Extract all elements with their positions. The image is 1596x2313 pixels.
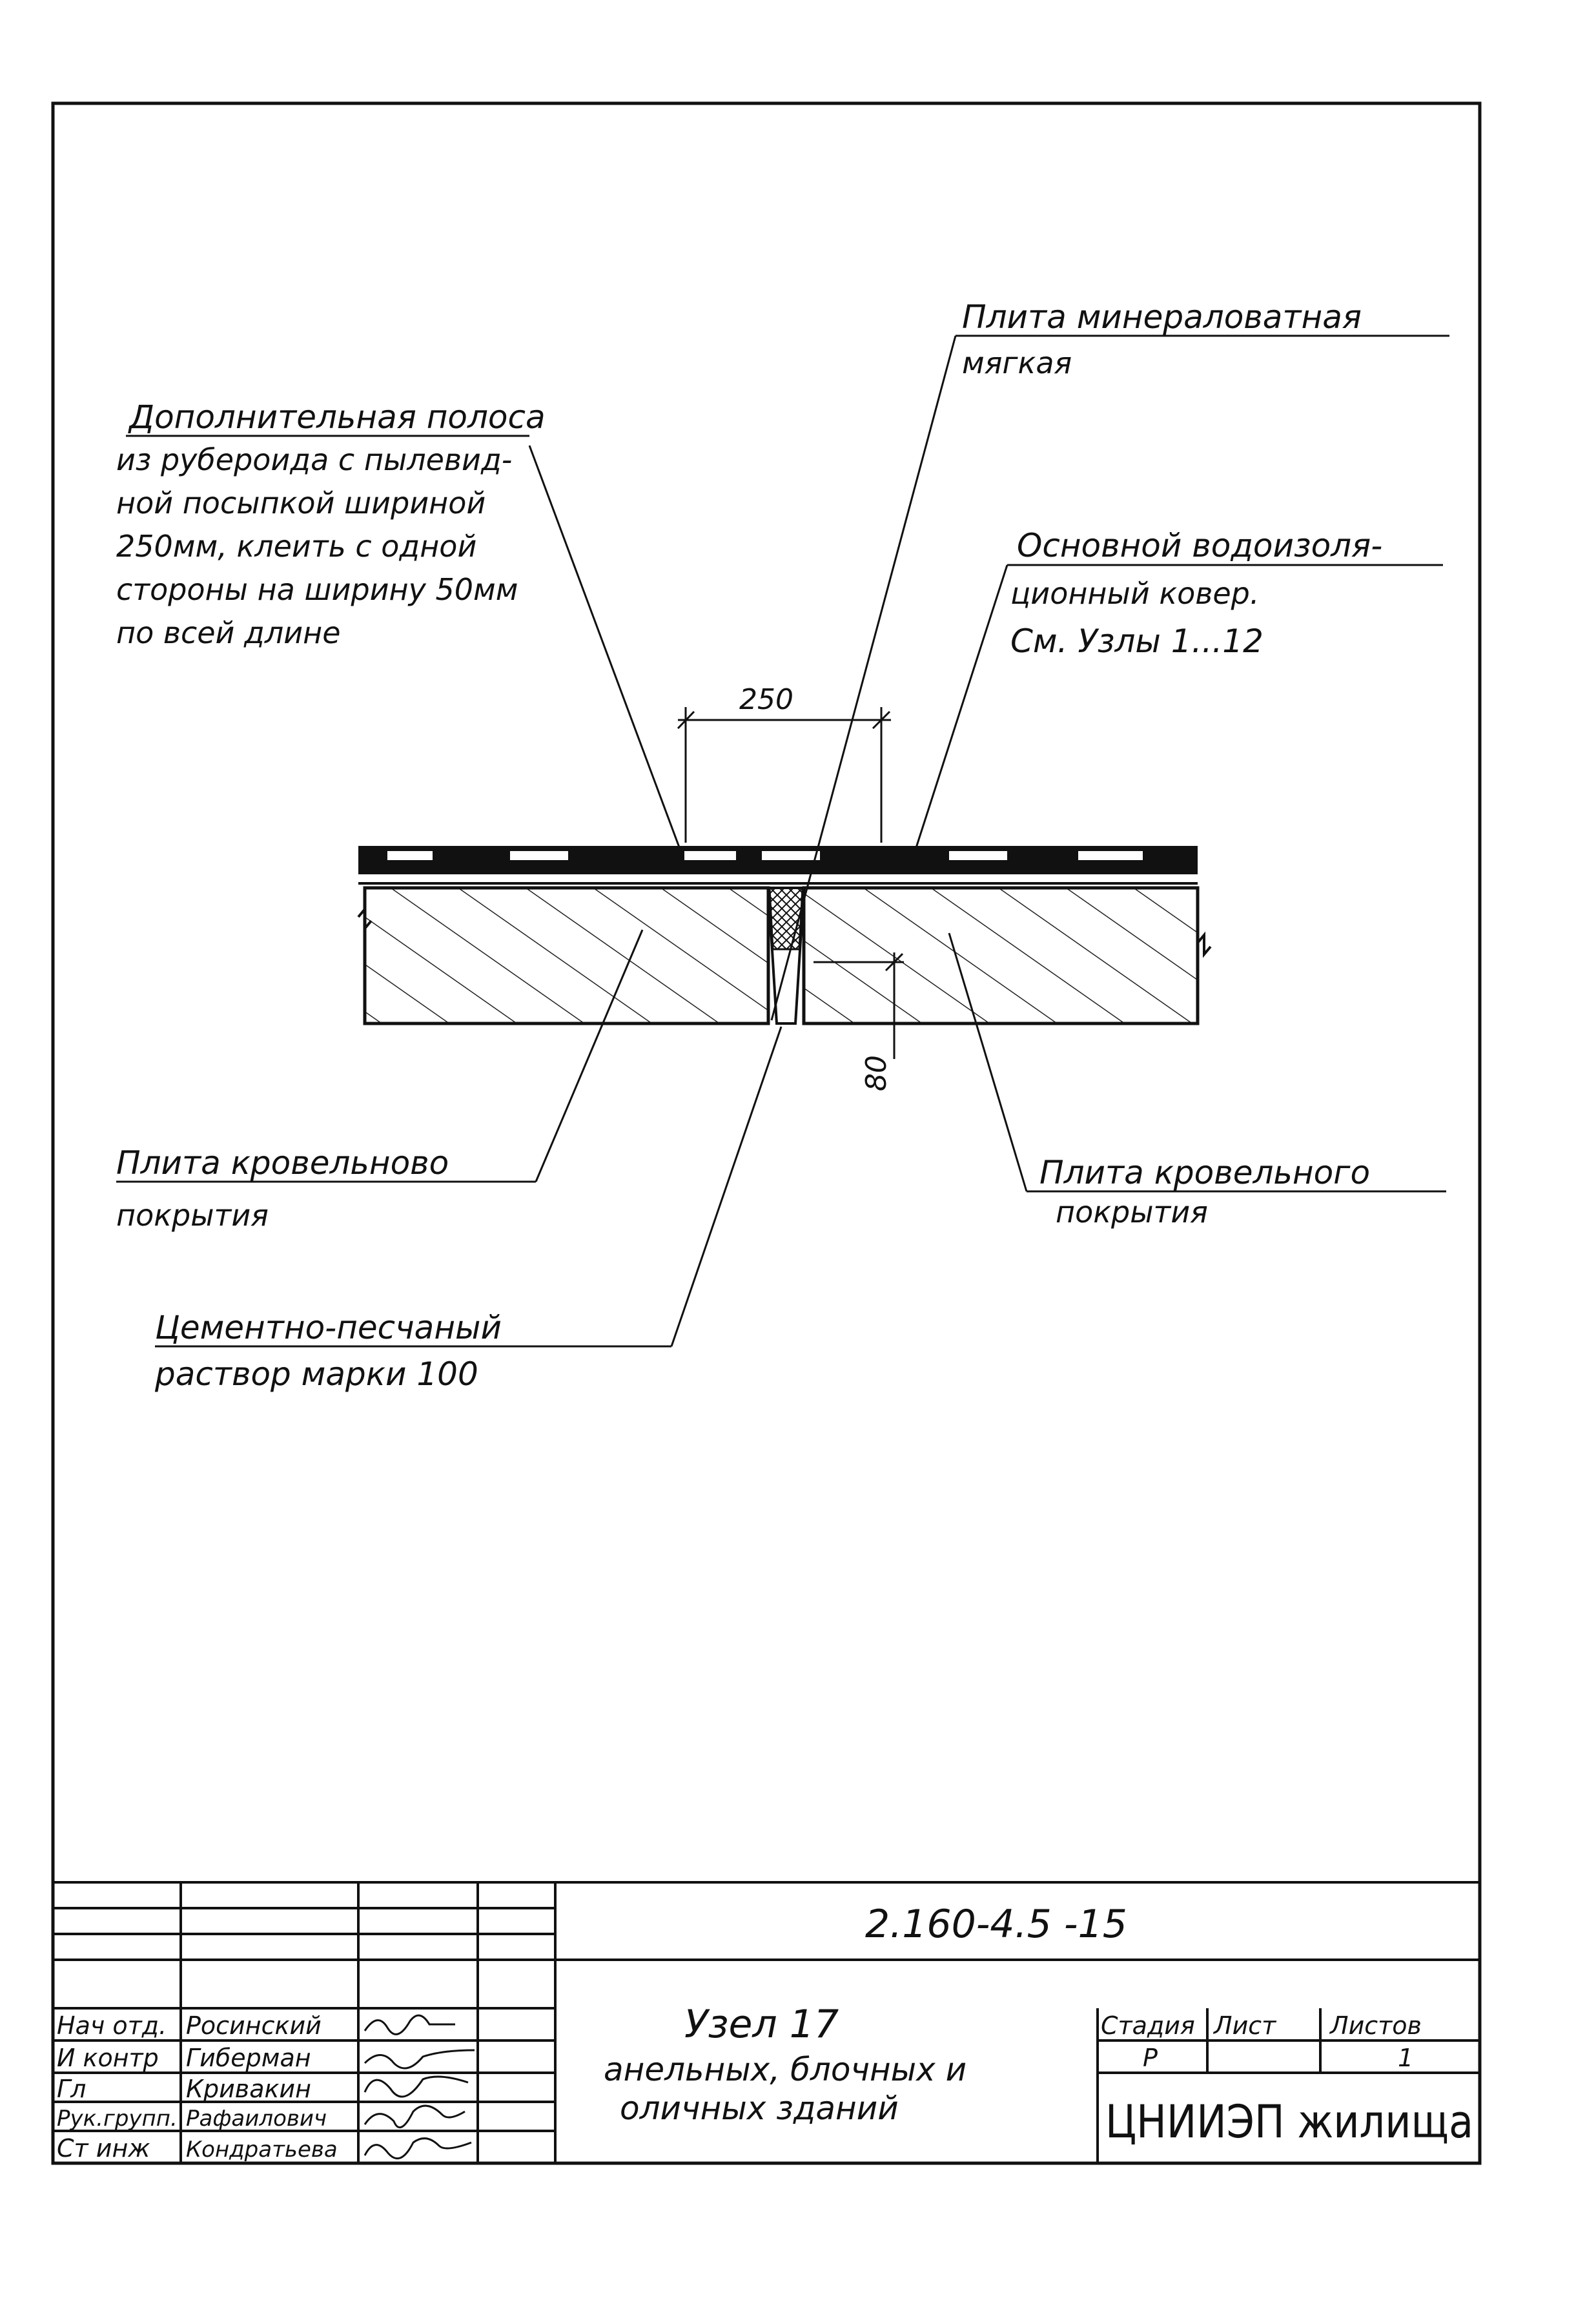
sheet-frame <box>51 101 1482 2165</box>
label-extra-strip-2: из рубероида с пылевид- <box>116 442 512 477</box>
label-main-carpet-1: Основной водоизоля- <box>1017 527 1382 564</box>
leader-lines <box>116 334 1449 1348</box>
signature-5 <box>363 2137 472 2159</box>
label-mineral-wool-2: мягкая <box>962 345 1072 380</box>
name-3: Кривакин <box>186 2075 311 2103</box>
label-mineral-wool-1: Плита минераловатная <box>962 298 1362 336</box>
label-extra-strip-6: по всей длине <box>116 615 341 650</box>
label-extra-strip-4: 250мм, клеить с одной <box>116 529 476 564</box>
dimension-80 <box>813 952 904 1059</box>
signature-2 <box>363 2049 475 2070</box>
name-1: Росинский <box>186 2011 322 2040</box>
roof-section <box>357 846 1212 1025</box>
label-slab-right-1: Плита кровельного <box>1039 1154 1370 1191</box>
title-block <box>53 1881 1480 2163</box>
title-line-2: анельных, блочных и <box>604 2051 967 2088</box>
label-mortar-1: Цементно-песчаный <box>155 1309 502 1346</box>
break-mark-right <box>1196 931 1212 958</box>
signature-1 <box>363 2014 455 2035</box>
role-4: Рук.групп. <box>57 2106 178 2132</box>
role-5: Ст инж <box>57 2134 150 2163</box>
role-2: И контр <box>57 2044 159 2072</box>
name-5: Кондратьева <box>186 2137 338 2163</box>
signature-3 <box>363 2075 469 2098</box>
label-mortar-2: раствор марки 100 <box>154 1355 478 1393</box>
sheets-value: 1 <box>1398 2044 1413 2072</box>
role-1: Нач отд. <box>57 2011 167 2040</box>
dimension-250 <box>677 707 891 843</box>
mineral-wool-insert <box>768 887 804 951</box>
sheets-header: Листов <box>1329 2011 1422 2040</box>
label-main-carpet-3: См. Узлы 1...12 <box>1010 622 1264 660</box>
title-line-3: оличных зданий <box>620 2090 899 2127</box>
stage-value: Р <box>1143 2044 1158 2072</box>
roof-slab-right <box>802 886 1200 1025</box>
label-main-carpet-2: ционный ковер. <box>1010 576 1260 611</box>
roof-slab-left <box>363 886 770 1025</box>
label-extra-strip-3: ной посыпкой шириной <box>116 486 486 520</box>
break-mark-left <box>357 905 373 932</box>
name-4: Рафаилович <box>186 2106 327 2132</box>
organization: ЦНИИЭП жилища <box>1105 2095 1473 2148</box>
role-3: Гл <box>57 2075 86 2103</box>
signatures <box>363 2014 475 2159</box>
dim-width-text: 250 <box>739 683 793 716</box>
title-line-1: Узел 17 <box>684 2002 839 2047</box>
label-slab-left-1: Плита кровельново <box>116 1144 449 1182</box>
signature-4 <box>363 2104 466 2129</box>
name-2: Гиберман <box>186 2044 311 2072</box>
dim-depth-text: 80 <box>860 1055 893 1091</box>
stage-header: Стадия <box>1101 2011 1195 2040</box>
sheet-header: Лист <box>1212 2011 1277 2040</box>
label-extra-strip-5: стороны на ширину 50мм <box>116 572 518 607</box>
label-slab-left-2: покрытия <box>116 1198 269 1233</box>
label-slab-right-2: покрытия <box>1056 1195 1208 1229</box>
doc-code: 2.160-4.5 -15 <box>865 1902 1127 1947</box>
label-extra-strip-1: Дополнительная полоса <box>128 398 546 436</box>
carpet-gaps <box>387 851 1143 860</box>
